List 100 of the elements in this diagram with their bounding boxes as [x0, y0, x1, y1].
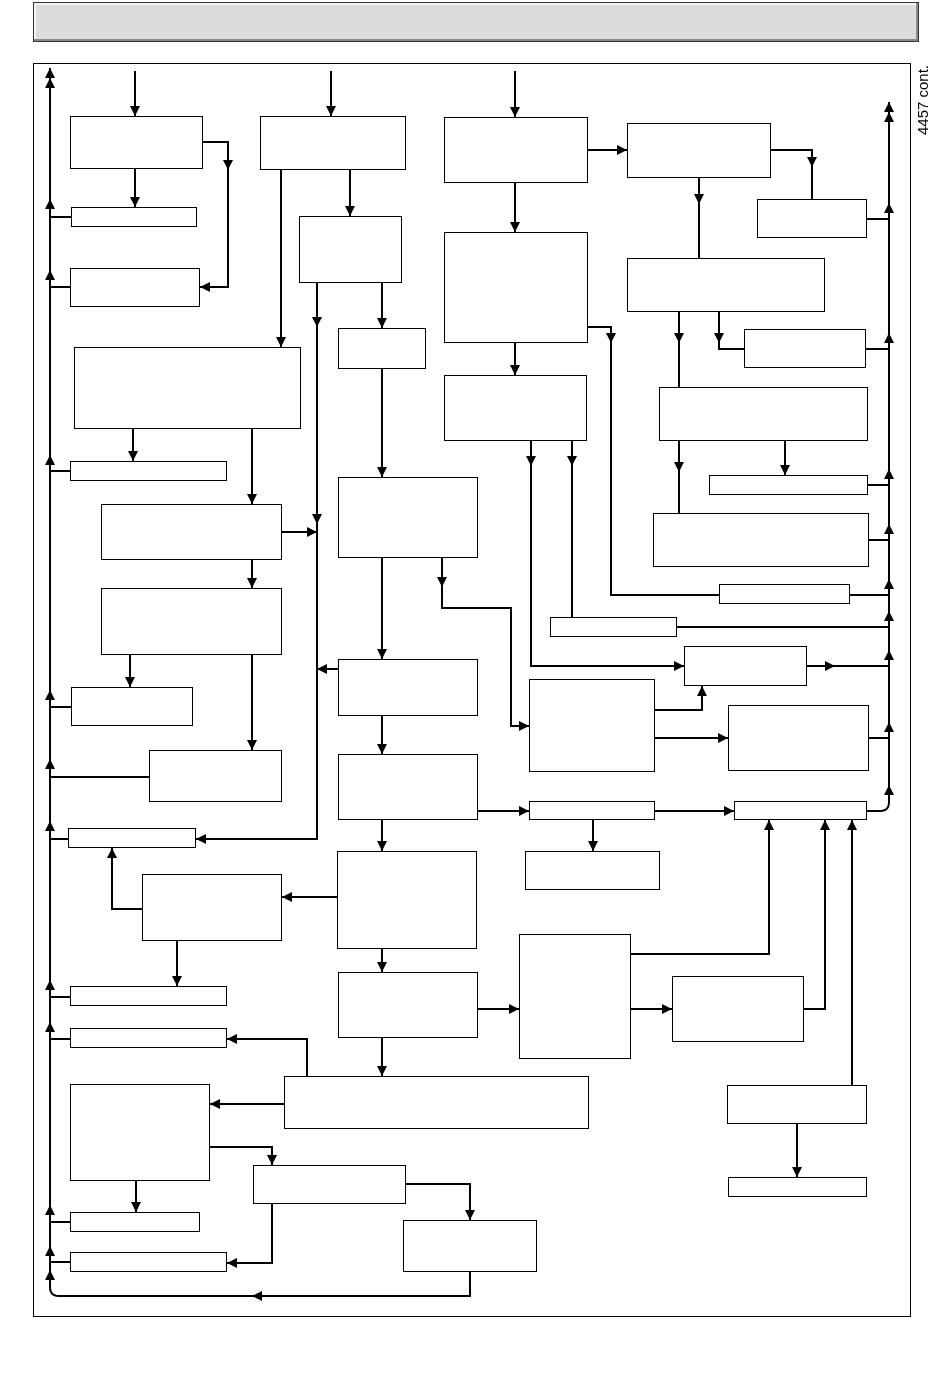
arrow — [45, 1221, 55, 1263]
process-box — [684, 646, 807, 686]
arrow — [526, 440, 685, 671]
process-box — [734, 801, 867, 820]
arrow — [714, 311, 745, 350]
process-box — [444, 117, 588, 183]
arrow — [45, 1261, 55, 1286]
arrow — [45, 67, 55, 218]
arrow — [510, 70, 520, 118]
process-box — [653, 513, 869, 567]
arrow — [674, 311, 684, 388]
arrow — [654, 733, 729, 743]
arrow — [199, 141, 233, 292]
arrow — [377, 715, 387, 755]
arrow — [884, 665, 894, 739]
process-box — [672, 976, 804, 1042]
arrow — [792, 1123, 802, 1178]
process-box — [260, 116, 406, 170]
arrow — [510, 182, 520, 233]
arrow — [587, 145, 628, 155]
arrow — [884, 484, 894, 541]
arrow — [654, 685, 707, 711]
process-box — [719, 584, 850, 604]
process-box — [70, 1212, 200, 1232]
process-box — [529, 801, 655, 820]
arrow — [377, 819, 387, 852]
arrow — [49, 1271, 471, 1301]
process-box — [70, 1084, 210, 1181]
arrow — [377, 1037, 387, 1077]
arrow — [437, 557, 530, 731]
arrow — [345, 169, 355, 217]
arrow — [806, 661, 890, 671]
process-box — [744, 329, 866, 368]
arrow — [884, 626, 894, 667]
process-box — [338, 754, 478, 820]
arrow — [107, 847, 143, 910]
process-box — [519, 934, 631, 1059]
arrow — [587, 326, 720, 596]
process-box — [70, 461, 227, 481]
arrow — [45, 286, 55, 472]
process-box — [70, 1028, 227, 1048]
process-box — [284, 1076, 589, 1129]
process-box — [101, 588, 282, 655]
arrow — [45, 1038, 55, 1223]
process-box — [68, 828, 196, 848]
arrow — [209, 1146, 277, 1166]
process-box — [529, 679, 655, 772]
process-box — [74, 347, 301, 429]
arrow — [326, 70, 336, 117]
process-box — [444, 375, 587, 441]
arrow — [803, 819, 830, 1010]
arrow — [630, 819, 774, 955]
arrow — [780, 440, 790, 476]
arrow — [130, 168, 140, 208]
arrow — [884, 539, 894, 596]
arrow — [45, 776, 55, 840]
arrow — [510, 342, 520, 376]
arrow — [209, 1099, 285, 1109]
process-box — [299, 216, 402, 283]
process-box — [338, 328, 426, 369]
process-box — [70, 1252, 227, 1272]
arrow — [226, 1034, 308, 1077]
arrow — [45, 470, 55, 708]
arrow — [847, 819, 857, 1086]
arrow — [312, 282, 322, 533]
arrow — [247, 559, 257, 589]
process-box — [444, 232, 588, 343]
arrow — [884, 737, 894, 801]
arrow — [630, 1004, 673, 1014]
arrow — [884, 218, 894, 350]
process-box — [338, 972, 478, 1038]
arrow — [45, 838, 55, 998]
arrow — [694, 177, 704, 259]
arrow — [674, 440, 684, 514]
arrow — [477, 1004, 520, 1014]
arrow — [281, 892, 338, 902]
process-box — [338, 477, 478, 558]
arrow — [377, 948, 387, 973]
process-box — [403, 1220, 537, 1272]
arrow — [125, 654, 135, 688]
process-box — [70, 268, 200, 307]
process-box — [550, 617, 677, 637]
arrow — [377, 368, 387, 478]
process-box — [149, 750, 282, 802]
process-box — [71, 207, 197, 227]
arrow — [45, 996, 55, 1040]
process-box — [253, 1165, 406, 1204]
process-box — [142, 874, 282, 941]
arrow — [377, 282, 387, 329]
process-box — [101, 504, 282, 560]
process-box — [70, 116, 203, 169]
arrow — [128, 428, 138, 462]
process-box — [338, 659, 478, 716]
arrow — [316, 664, 339, 674]
process-box — [728, 705, 869, 771]
arrow — [884, 594, 894, 628]
arrow — [567, 440, 577, 618]
arrow — [131, 1180, 141, 1213]
arrow — [377, 557, 387, 660]
process-box — [627, 258, 825, 312]
